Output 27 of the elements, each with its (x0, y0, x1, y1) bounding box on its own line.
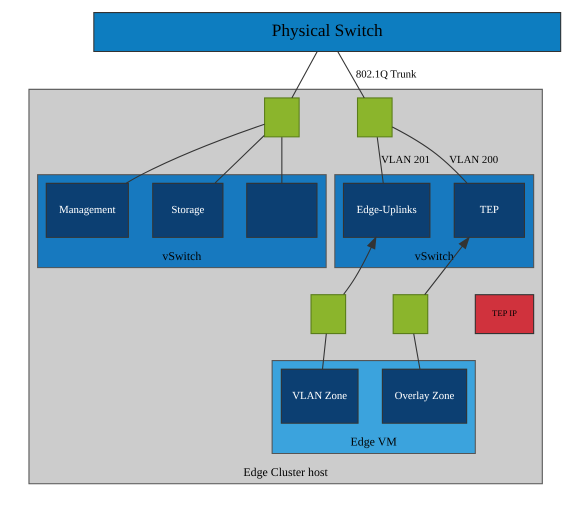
node-box: Overlay Zone (381, 368, 467, 424)
edge-label: VLAN 201 (380, 154, 430, 166)
edge-label: 802.1Q Trunk (355, 68, 416, 80)
connector (214, 135, 264, 184)
connector (392, 126, 467, 184)
connector (321, 334, 326, 370)
node-box (310, 294, 346, 334)
node-box: Physical Switch (92, 12, 561, 52)
node-box: TEP (453, 182, 525, 238)
connector (336, 51, 364, 98)
node-box (392, 294, 428, 334)
edge-label: VLAN 200 (448, 154, 498, 166)
connector (280, 137, 282, 184)
connector (412, 334, 420, 370)
node-box: Storage (152, 182, 223, 238)
node-box: TEP IP (474, 294, 534, 334)
node-box: Edge-Uplinks (342, 182, 430, 238)
connector (376, 137, 384, 184)
arrow (424, 236, 470, 295)
node-box (264, 97, 300, 138)
arrow (342, 236, 376, 295)
node-box (246, 182, 318, 238)
node-box (356, 97, 392, 138)
connector (125, 124, 264, 184)
connector (290, 51, 318, 98)
node-box: Management (45, 182, 128, 238)
node-box: VLAN Zone (280, 368, 358, 424)
